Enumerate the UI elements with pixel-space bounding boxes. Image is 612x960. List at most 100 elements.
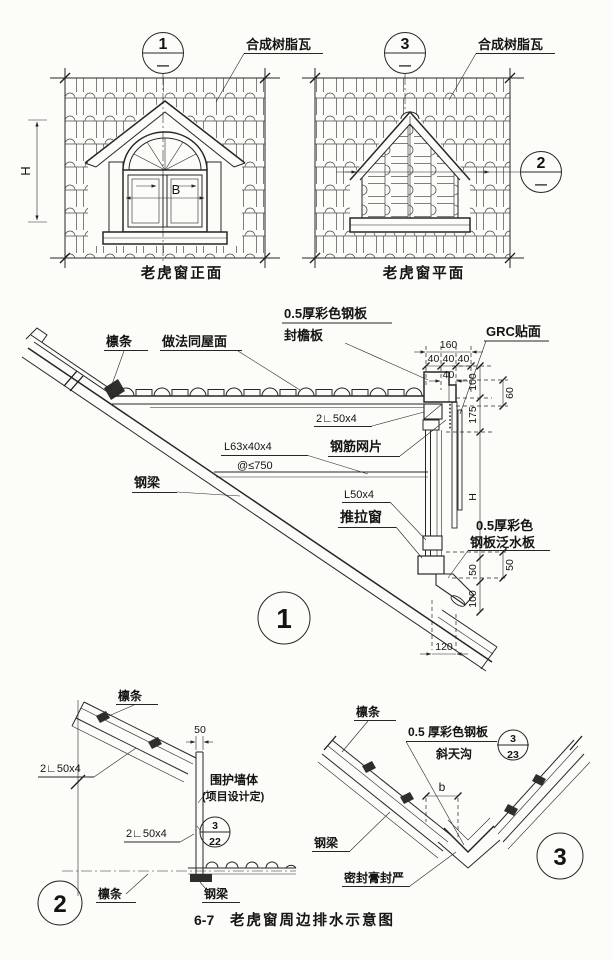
detail3-callouts: 檩条 0.5 厚彩色钢板 斜天沟 钢梁 密封膏封严 <box>312 704 497 887</box>
main-roof-tiles <box>205 861 297 869</box>
dim-b-label-3: b <box>439 780 446 794</box>
deck-tiles <box>117 387 423 397</box>
label-flashing-2: 钢板泛水板 <box>470 535 536 550</box>
dim-120-label: 120 <box>435 641 453 653</box>
section-marker-3: 3 — <box>384 32 426 112</box>
dim-b-label: B <box>172 182 181 197</box>
detail3-dim-b: b <box>422 780 462 840</box>
label-steel-beam-2: 钢梁 <box>204 886 228 901</box>
label-flashing-1: 0.5厚彩色 <box>476 518 533 533</box>
detail-bubble-2: 2 <box>37 880 83 926</box>
detail-bubble-1: 1 <box>257 591 311 645</box>
dim-100b: 100 <box>467 590 479 608</box>
detail2-dim-50: 50 <box>186 724 213 750</box>
plan-view: 3 — 2 — 合成树脂瓦 老虎窗平面 <box>302 32 562 282</box>
section1-callouts: 檩条 做法同屋面 0.5厚彩色钢板 封檐板 GRC贴面 2∟50x4 钢筋网片 … <box>104 306 550 579</box>
label-grc: GRC贴面 <box>486 324 541 339</box>
detail2-ref-marker: 3 22 <box>196 816 231 848</box>
window-frame <box>122 169 208 233</box>
dim-100: 100 <box>467 373 479 391</box>
detail2-callouts: 檩条 2∟50x4 围护墙体 (项目设计定) 2∟50x4 檩条 钢梁 <box>38 688 265 903</box>
dim-40d: 40 <box>443 369 455 381</box>
purlin-section <box>104 379 125 400</box>
angle50-block <box>422 535 443 551</box>
caption-number: 6-7 <box>194 912 214 928</box>
caption-title: 老虎窗周边排水示意图 <box>229 911 395 929</box>
detail2-geometry <box>62 700 297 896</box>
ref3-page: 23 <box>507 749 519 761</box>
detail-bubble-3: 3 <box>536 832 584 880</box>
fan-muntins <box>133 138 197 171</box>
label-purlin-3: 檩条 <box>356 704 381 719</box>
dim-175: 175 <box>467 406 479 424</box>
dim-50-label: 50 <box>194 724 206 736</box>
dim-60: 60 <box>504 387 516 399</box>
section-marker-1: 1 — <box>142 32 184 262</box>
tile-label-plan: 合成树脂瓦 <box>478 37 543 52</box>
ref2-number: 3 <box>212 820 218 832</box>
marker-3-number: 3 <box>401 36 410 53</box>
dim-H: H <box>467 493 479 501</box>
dim-right-string: 100 175 H 50 100 60 50 <box>446 362 516 616</box>
window-head <box>422 419 440 431</box>
detail3-ref-marker: 3 23 <box>497 729 529 761</box>
label-steel-beam-3: 钢梁 <box>314 835 338 850</box>
ref3-number: 3 <box>510 733 516 745</box>
label-double-angle-a: 2∟50x4 <box>40 763 81 775</box>
label-sliding-window: 推拉窗 <box>340 509 382 525</box>
label-fascia-2: 封檐板 <box>284 328 324 343</box>
section-detail-1: 160 40 40 40 40 100 175 <box>21 306 550 672</box>
arched-transom <box>122 131 208 171</box>
section-marker-2: 2 — <box>520 151 562 193</box>
dim-50b: 50 <box>504 559 516 571</box>
bubble-3-number: 3 <box>553 844 566 871</box>
dormer-plan <box>336 108 520 233</box>
bubble-1-number: 1 <box>276 603 292 634</box>
dim-40a: 40 <box>428 353 440 365</box>
label-gutter-2: 斜天沟 <box>435 746 472 761</box>
plan-panel-borders <box>302 68 524 268</box>
label-gutter-1: 0.5 厚彩色钢板 <box>408 724 489 739</box>
bubble-2-number: 2 <box>53 891 66 918</box>
dim-40c: 40 <box>458 353 470 365</box>
eave-window-assembly <box>417 371 498 670</box>
marker-1-number: 1 <box>159 36 168 53</box>
front-tile-callout: 合成树脂瓦 <box>215 37 323 103</box>
label-fascia-1: 0.5厚彩色钢板 <box>284 306 368 321</box>
label-double-angle-b: 2∟50x4 <box>126 828 167 840</box>
grc-strip-1 <box>451 401 458 529</box>
label-wall-1: 围护墙体 <box>210 772 259 787</box>
marker-3-page: — <box>399 58 411 72</box>
label-purlin-bottom: 檩条 <box>98 886 123 901</box>
label-angle50: L50x4 <box>344 489 374 501</box>
window-sill-block <box>417 555 445 575</box>
detail3-geometry <box>317 735 591 869</box>
figure-caption: 6-7 老虎窗周边排水示意图 <box>194 911 395 929</box>
tile-label: 合成树脂瓦 <box>246 37 311 52</box>
ref2-page: 22 <box>209 836 221 848</box>
label-rebar-mesh: 钢筋网片 <box>330 439 382 454</box>
label-same-as-roof: 做法同屋面 <box>161 334 227 349</box>
label-purlin: 檩条 <box>106 334 133 349</box>
front-panel-borders <box>50 68 280 268</box>
flashing-piece <box>435 573 475 606</box>
marker-2-page: — <box>535 177 547 191</box>
plan-view-title: 老虎窗平面 <box>382 264 466 282</box>
dim-h-label: H <box>18 166 33 175</box>
plan-tile-callout: 合成树脂瓦 <box>448 37 555 101</box>
label-spacing750: @≤750 <box>237 460 273 472</box>
dormer-front: B <box>84 98 246 246</box>
dormer-roof-deck <box>112 387 436 478</box>
window-sash-left <box>131 178 160 224</box>
front-view: B H 1 — 合成树脂瓦 老虎窗正面 <box>18 32 323 282</box>
detail-3: b 檩条 0.5 厚彩色钢板 斜天沟 钢梁 密封膏封严 3 23 3 <box>312 704 591 887</box>
dim-160: 160 <box>440 339 458 351</box>
dim-h: H <box>18 119 47 223</box>
label-purlin-top: 檩条 <box>118 688 143 703</box>
window-sash-right <box>170 178 199 224</box>
label-steel-beam: 钢梁 <box>134 475 161 490</box>
label-sealant: 密封膏封严 <box>344 870 404 885</box>
roof-tile-under-flashing <box>450 595 466 607</box>
dim-40b: 40 <box>443 353 455 365</box>
